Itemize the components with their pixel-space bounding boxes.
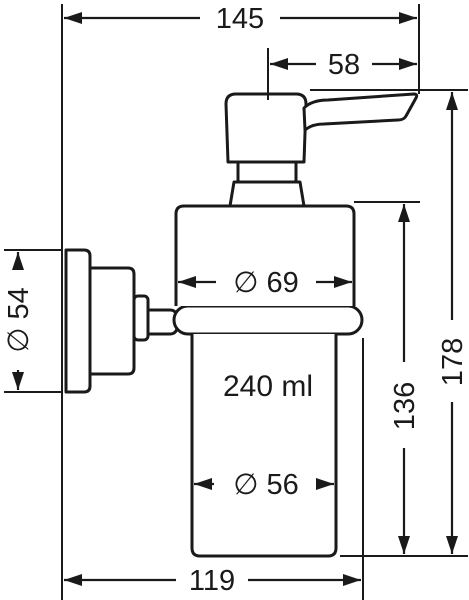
pump-head [224, 92, 308, 164]
holder-ring [172, 304, 364, 336]
container-height-label: 136 [389, 382, 421, 430]
dimension-diameter-top [178, 276, 352, 288]
mount-boss [88, 266, 136, 376]
volume-label: 240 ml [223, 370, 313, 403]
dimension-projection-depth [64, 574, 361, 586]
dimension-diameter-bottom [194, 478, 334, 490]
mount-arm [132, 294, 150, 342]
glass-container [190, 334, 338, 558]
mount-diameter-label: ∅ 54 [3, 287, 35, 353]
pump-collar [228, 180, 306, 208]
soap-dispenser-outline [64, 92, 419, 558]
overall-height-label: 178 [437, 338, 469, 386]
dimension-overall-height [446, 92, 458, 554]
projection-depth-label: 119 [189, 565, 235, 597]
dimension-mount-diameter [12, 252, 24, 390]
dimension-container-height [398, 204, 410, 554]
dimension-overall-width [64, 12, 417, 24]
diameter-top-label: ∅ 69 [233, 267, 299, 299]
overall-width-label: 145 [216, 3, 264, 35]
lever-width-label: 58 [328, 49, 360, 81]
dimension-lever-width [270, 58, 417, 70]
wall-rosette [64, 248, 92, 394]
extension-lines [4, 4, 468, 600]
pump-lever [302, 92, 419, 132]
diameter-bottom-label: ∅ 56 [233, 469, 299, 501]
